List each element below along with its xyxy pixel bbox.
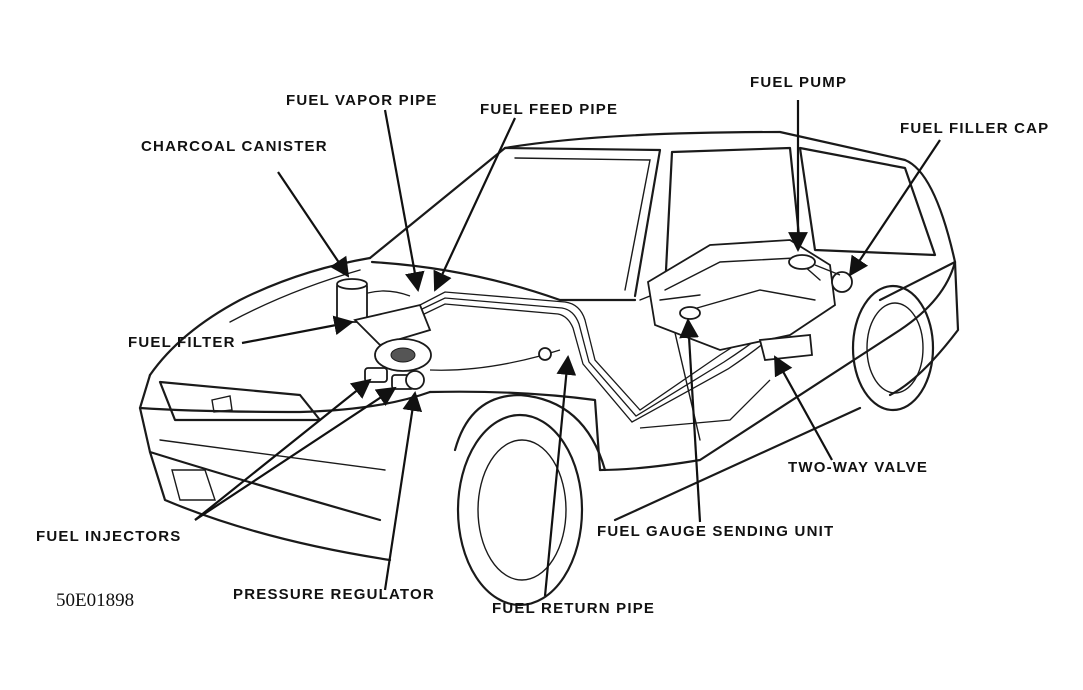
label-fuel-filter: FUEL FILTER (128, 334, 236, 351)
fuel-pump-part (788, 254, 816, 270)
label-two-way-valve: TWO-WAY VALVE (788, 459, 929, 476)
two-way-valve-part (758, 334, 813, 361)
label-fuel-return-pipe: FUEL RETURN PIPE (492, 600, 656, 617)
figure-code: 50E01898 (56, 590, 135, 611)
leader-lines (194, 100, 941, 597)
injector-part (364, 367, 388, 383)
label-charcoal-canister: CHARCOAL CANISTER (141, 138, 328, 155)
filler-cap-part (831, 271, 853, 293)
label-fuel-injectors: FUEL INJECTORS (36, 528, 182, 545)
label-fuel-filler-cap: FUEL FILLER CAP (900, 120, 1050, 137)
label-pressure-regulator: PRESSURE REGULATOR (233, 586, 435, 603)
engine-parts (336, 278, 552, 390)
label-fuel-vapor-pipe: FUEL VAPOR PIPE (286, 92, 438, 109)
pressure-regulator-part (405, 370, 425, 390)
label-fuel-gauge-sending-unit: FUEL GAUGE SENDING UNIT (597, 523, 835, 540)
sending-unit-part (679, 306, 701, 320)
fuel-tank (647, 239, 853, 361)
fuel-filter-part (353, 303, 432, 347)
label-fuel-feed-pipe: FUEL FEED PIPE (480, 101, 619, 118)
car-body (138, 130, 960, 607)
label-fuel-pump: FUEL PUMP (750, 74, 848, 91)
